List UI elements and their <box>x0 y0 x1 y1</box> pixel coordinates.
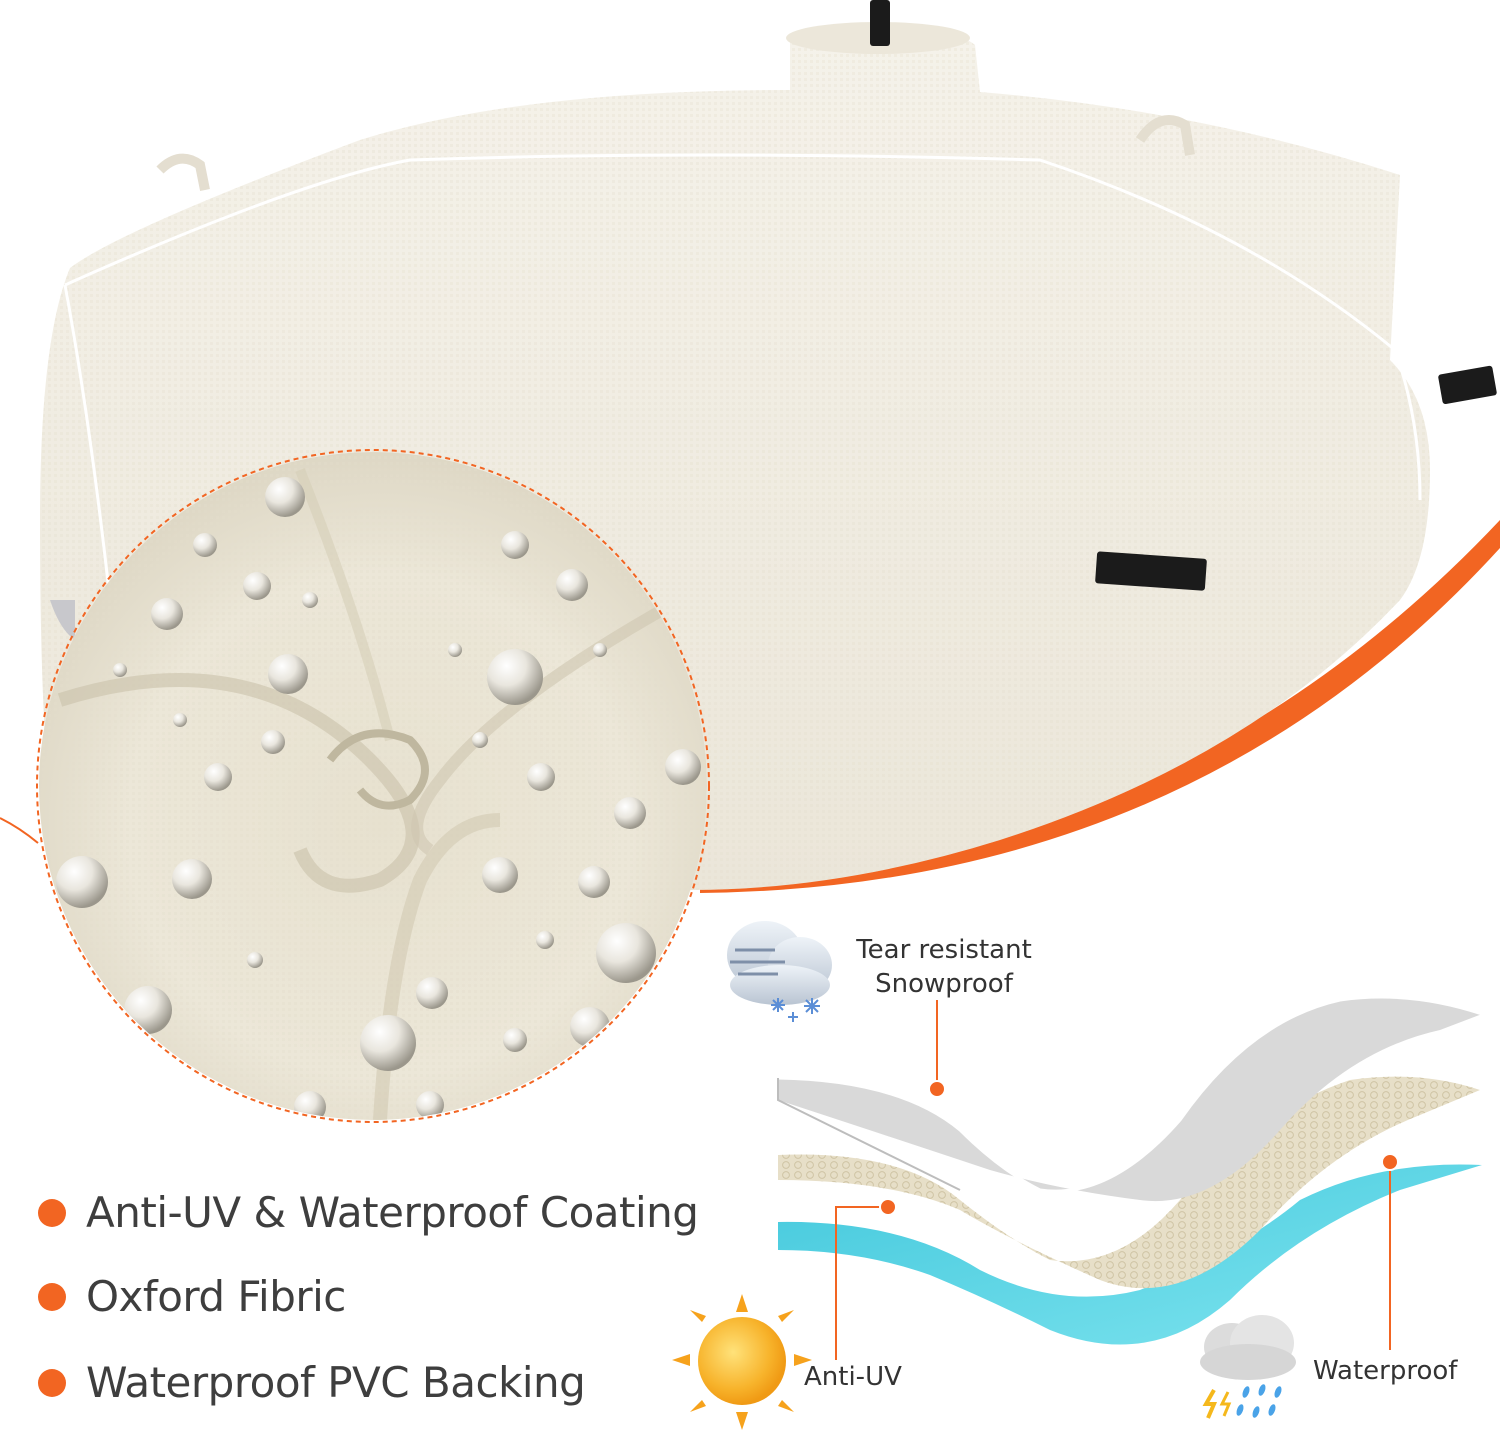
fabric-closeup <box>36 449 710 1123</box>
layer-diagram <box>777 995 1483 1360</box>
layer-middle-label: Anti-UV <box>804 1362 902 1392</box>
bullet-dot <box>38 1198 66 1227</box>
layer-top-marker <box>928 1080 946 1098</box>
feature-item-coating: Anti-UV & Waterproof Coating <box>38 1188 699 1237</box>
layer-top-line1: Tear resistant <box>856 935 1032 965</box>
feature-item-backing: Waterproof PVC Backing <box>38 1358 586 1407</box>
orange-arc <box>700 520 1500 893</box>
feature-label: Waterproof PVC Backing <box>86 1358 586 1407</box>
water-droplets <box>56 477 701 1120</box>
layer-middle-marker <box>879 1198 897 1216</box>
feature-item-fabric: Oxford Fibric <box>38 1272 346 1321</box>
bullet-dot <box>38 1282 66 1311</box>
rain-cloud-icon <box>1200 1315 1296 1419</box>
layer-bottom-waterproof <box>778 1164 1482 1345</box>
layer-top-label: Tear resistant Snowproof <box>846 933 1042 1001</box>
layer-bottom-marker <box>1381 1153 1399 1171</box>
layer-top-tear-resistant <box>778 997 1482 1202</box>
layer-bottom-label: Waterproof <box>1313 1356 1458 1386</box>
feature-label: Anti-UV & Waterproof Coating <box>86 1188 699 1237</box>
snow-cloud-icon <box>727 921 832 1022</box>
sun-icon <box>672 1294 812 1430</box>
layer-top-line2: Snowproof <box>875 969 1013 999</box>
feature-label: Oxford Fibric <box>86 1272 346 1321</box>
bullet-dot <box>38 1368 66 1397</box>
orange-thin-line <box>0 817 39 844</box>
